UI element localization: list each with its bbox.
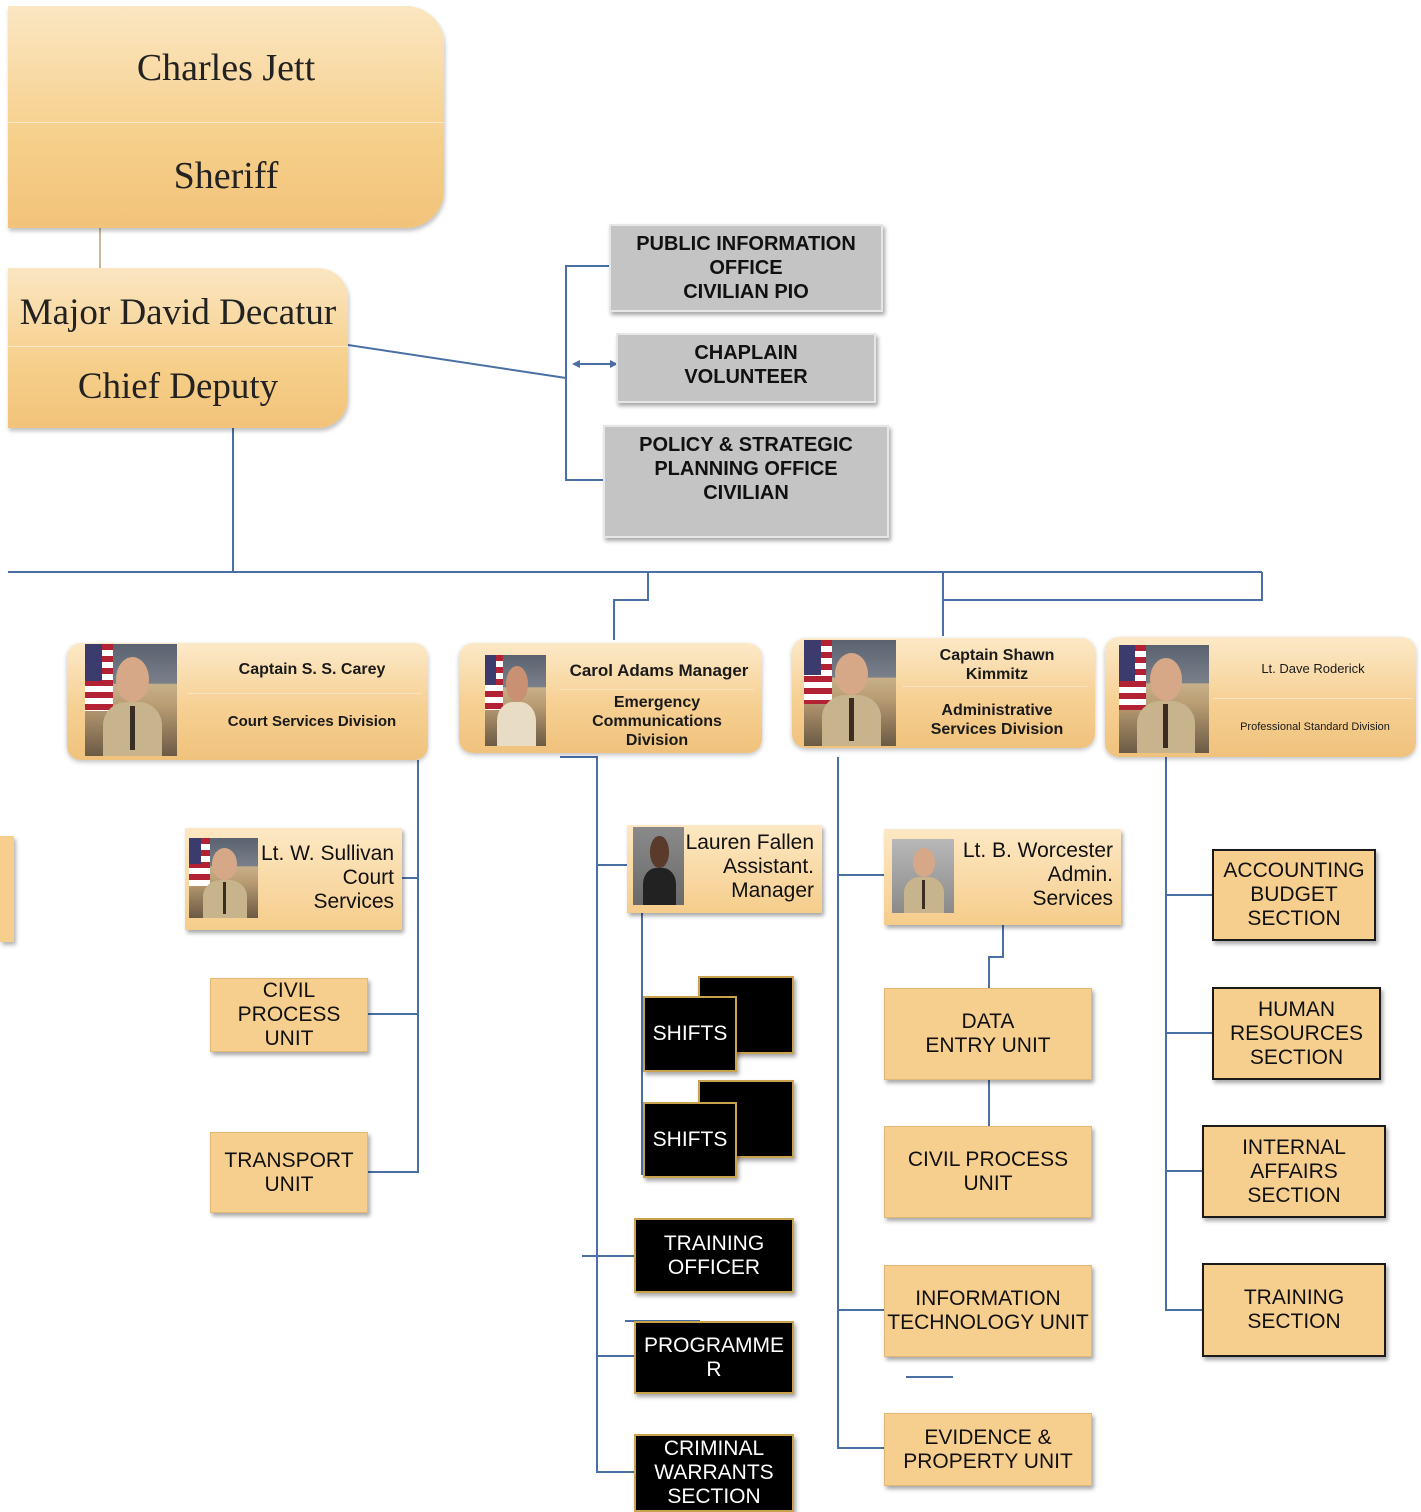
fallen-photo [633,827,684,905]
pio-box: PUBLIC INFORMATION OFFICE CIVILIAN PIO [609,224,883,312]
training-officer-box: TRAINING OFFICER [634,1218,794,1293]
sheriff-divider [8,122,444,123]
chaplain-box: CHAPLAIN VOLUNTEER [616,333,876,403]
psd-division-title: Professional Standard Division [1240,721,1390,733]
ecd-division-title: Emergency Communications Division [592,694,722,749]
training-section: TRAINING SECTION [1202,1263,1386,1357]
chief-deputy-name: Major David Decatur [19,291,337,333]
psd-division-name: Lt. Dave Roderick [1261,661,1365,676]
worcester-label: Lt. B. Worcester Admin. Services [962,839,1113,910]
adams-photo [485,655,546,746]
psd-division-card: Lt. Dave Roderick Professional Standard … [1105,637,1416,757]
sheriff-box: Charles Jett Sheriff [8,6,444,228]
court-division-separator [187,693,422,694]
sullivan-photo [189,838,258,918]
human-resources-section: HUMAN RESOURCES SECTION [1212,987,1381,1080]
roderick-photo [1119,645,1209,753]
ecd-division-name: Carol Adams Manager [569,661,749,680]
internal-affairs-section: INTERNAL AFFAIRS SECTION [1202,1125,1386,1218]
carey-photo [85,644,177,756]
chief-deputy-title: Chief Deputy [77,365,279,407]
evidence-property-unit: EVIDENCE & PROPERTY UNIT [884,1413,1092,1486]
psd-division-separator [1213,698,1413,699]
admin-division-separator [902,686,1087,687]
admin-division-name: Captain Shawn Kimmitz [939,647,1055,683]
court-division-name: Captain S. S. Carey [238,661,386,678]
court-division-title: Court Services Division [227,713,397,730]
data-entry-unit: DATA ENTRY UNIT [884,988,1092,1080]
accounting-budget-section: ACCOUNTING BUDGET SECTION [1212,849,1376,941]
admin-division-card: Captain Shawn Kimmitz Administrative Ser… [792,638,1095,748]
ecd-division-separator [559,689,754,690]
criminal-warrants-box: CRIMINAL WARRANTS SECTION [634,1434,794,1512]
sheriff-title: Sheriff [173,155,279,197]
ecd-division-card: Carol Adams Manager Emergency Communicat… [459,643,762,753]
shifts-box-2: SHIFTS [643,1102,737,1178]
admin-civil-process-unit: CIVIL PROCESS UNIT [884,1126,1092,1218]
sullivan-box: Lt. W. Sullivan Court Services [185,828,402,930]
sullivan-label: Lt. W. Sullivan Court Services [260,842,394,913]
fallen-box: Lauren Fallen Assistant. Manager [627,825,822,913]
policy-box: POLICY & STRATEGIC PLANNING OFFICE CIVIL… [603,425,889,538]
programmer-box: PROGRAMME R [634,1321,794,1394]
kimmitz-photo [804,640,896,746]
information-technology-unit: INFORMATION TECHNOLOGY UNIT [884,1265,1092,1357]
worcester-photo [892,839,954,913]
transport-unit: TRANSPORT UNIT [210,1132,368,1213]
sheriff-name: Charles Jett [136,47,316,89]
chief-deputy-divider [8,346,348,347]
partial-unit-box [0,836,14,942]
worcester-box: Lt. B. Worcester Admin. Services [884,829,1121,925]
admin-division-title: Administrative Services Division [930,702,1064,738]
court-division-card: Captain S. S. Carey Court Services Divis… [67,643,428,760]
chief-deputy-box: Major David Decatur Chief Deputy [8,268,348,428]
court-civil-process-unit: CIVIL PROCESS UNIT [210,978,368,1052]
fallen-label: Lauren Fallen Assistant. Manager [685,831,814,902]
shifts-box-1: SHIFTS [643,996,737,1072]
